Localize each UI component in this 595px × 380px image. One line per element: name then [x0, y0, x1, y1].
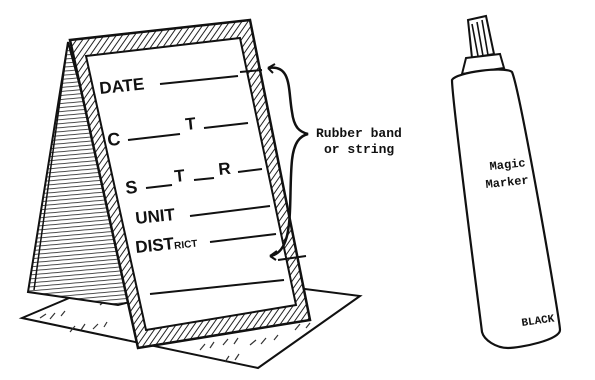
callout-text-line2: or string	[324, 142, 394, 157]
field-r-label: R	[217, 159, 231, 179]
field-r-line	[237, 168, 263, 173]
field-t1-label: T	[184, 114, 197, 134]
field-unit-line	[189, 205, 271, 217]
field-extra-line	[149, 279, 285, 295]
field-district-small: RICT	[174, 239, 198, 252]
marker-label-line1: Magic	[489, 156, 526, 174]
field-district-line	[209, 233, 277, 243]
field-date-line	[159, 75, 239, 85]
field-t1-line	[203, 122, 249, 129]
field-s-label: S	[124, 177, 138, 198]
callout-brace	[267, 63, 309, 261]
sign-fields: DATE C T S T R UNIT DISTRICT	[98, 74, 285, 295]
marker-felt-tip	[466, 14, 496, 60]
marker-body	[450, 68, 562, 350]
sign-front-board	[68, 18, 312, 350]
field-s-line	[145, 184, 173, 189]
marker-label-line2: Marker	[485, 174, 529, 192]
magic-marker: Magic Marker BLACK	[450, 14, 562, 350]
field-t2-label: T	[173, 166, 186, 186]
field-district-label: DISTRICT	[134, 232, 198, 257]
field-unit-label: UNIT	[134, 205, 176, 228]
field-c-label: C	[106, 129, 121, 150]
callout-text-line1: Rubber band	[316, 126, 402, 141]
marker-color-label: BLACK	[521, 313, 556, 330]
field-t2-line	[193, 177, 215, 181]
field-district-main: DIST	[134, 234, 175, 257]
field-c-line	[127, 133, 181, 141]
rubber-band	[239, 69, 307, 261]
field-date-label: DATE	[98, 74, 145, 98]
